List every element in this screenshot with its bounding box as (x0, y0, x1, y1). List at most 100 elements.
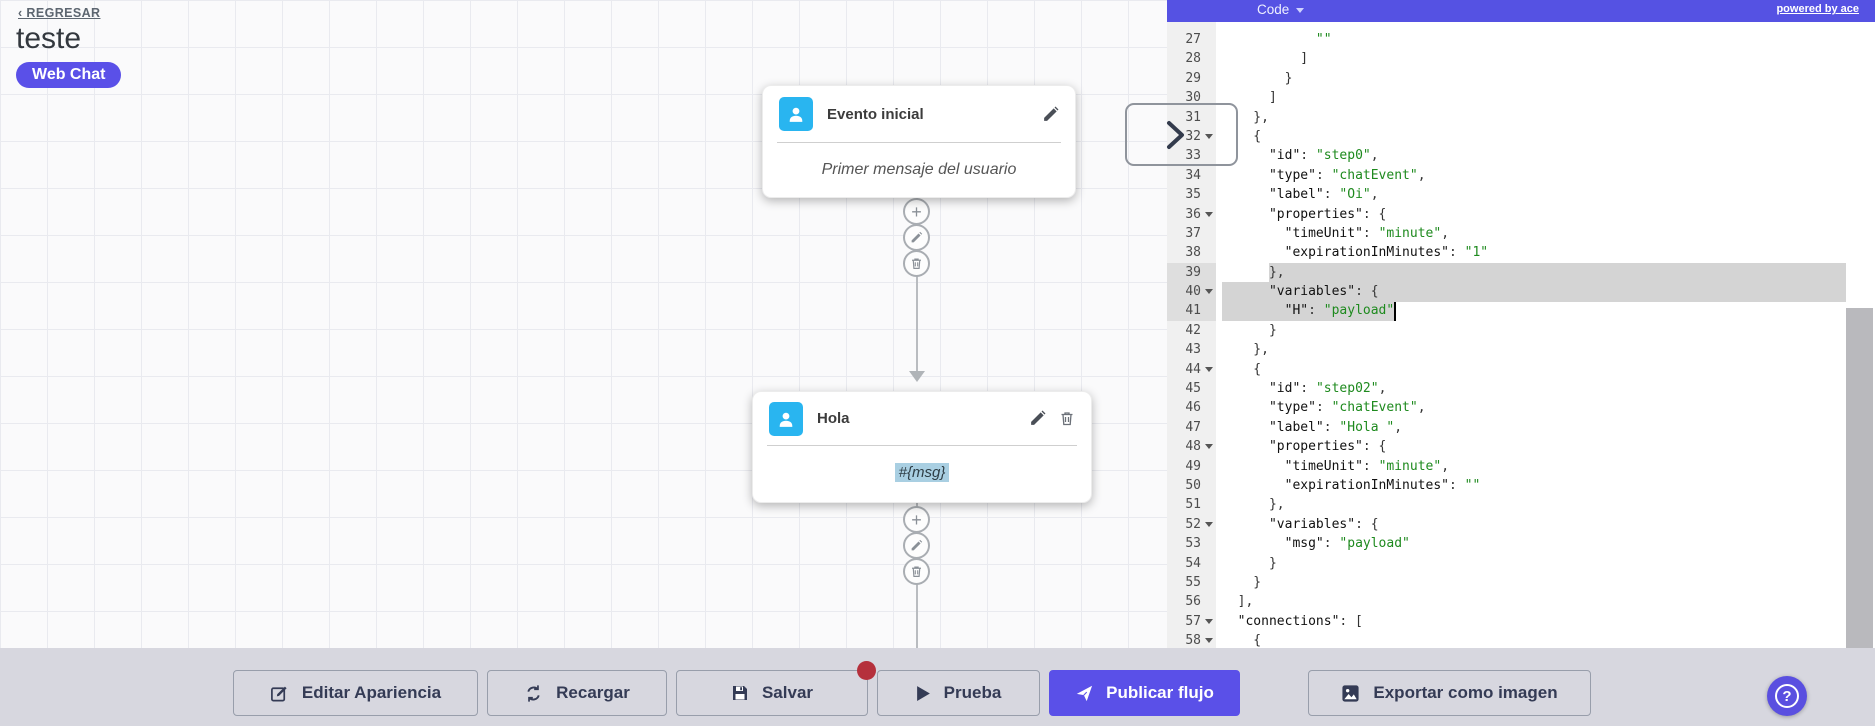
node-body-text: Primer mensaje del usuario (821, 161, 1017, 178)
code-mode-dropdown[interactable]: Code (1257, 2, 1305, 17)
gutter-line-number[interactable]: 38 (1185, 245, 1201, 261)
save-button[interactable]: Salvar (676, 670, 868, 716)
fold-arrow-icon[interactable] (1205, 638, 1213, 644)
gutter-line-number[interactable]: 35 (1185, 187, 1201, 203)
gutter-line-number[interactable]: 49 (1185, 458, 1201, 474)
test-button[interactable]: Prueba (877, 670, 1040, 716)
fold-arrow-icon[interactable] (1205, 521, 1213, 527)
editor-content[interactable]: "" ] } ] }, { "id": "step0", "type": "ch… (1222, 30, 1875, 648)
gutter-line-number[interactable]: 42 (1185, 322, 1201, 338)
code-line: } (1222, 322, 1277, 338)
code-line: "" (1315, 32, 1332, 47)
code-line: ] (1222, 90, 1277, 106)
delete-connection-button[interactable] (903, 558, 930, 585)
editor-scrollbar[interactable] (1846, 308, 1873, 648)
chevron-down-icon (1296, 7, 1305, 13)
selection-highlight (1222, 282, 1846, 302)
gutter-line-number[interactable]: 32 (1167, 127, 1216, 146)
code-line: "timeUnit": "minute", (1284, 225, 1450, 241)
gutter-line-number[interactable]: 55 (1185, 574, 1201, 590)
edit-connection-button[interactable] (903, 532, 930, 559)
export-image-button[interactable]: Exportar como imagen (1308, 670, 1591, 716)
gutter-line-number[interactable]: 46 (1185, 400, 1201, 416)
gutter-line-number[interactable]: 41 (1167, 301, 1216, 321)
pencil-icon (911, 231, 923, 243)
fold-arrow-icon[interactable] (1205, 133, 1213, 139)
delete-node-icon[interactable] (1059, 410, 1075, 427)
trash-icon (912, 258, 921, 269)
code-topbar: Code powered by ace (1167, 0, 1875, 22)
gutter-line-number[interactable]: 56 (1185, 594, 1201, 610)
plus-icon: + (911, 509, 922, 530)
gutter-line-number[interactable]: 27 (1185, 32, 1201, 47)
powered-by-ace-link[interactable]: powered by ace (1776, 3, 1859, 15)
gutter-line-number[interactable]: 58 (1167, 631, 1216, 648)
flow-canvas[interactable]: ‹ REGRESAR teste Web Chat + + Even (0, 0, 1167, 648)
code-line: }, (1222, 497, 1285, 513)
pencil-icon (911, 539, 923, 551)
publish-flow-button[interactable]: Publicar flujo (1049, 670, 1240, 716)
delete-connection-button[interactable] (903, 250, 930, 277)
user-icon (769, 401, 803, 436)
code-line: { (1222, 128, 1262, 144)
gutter-line-number[interactable]: 30 (1185, 90, 1201, 106)
gutter-line-number[interactable]: 44 (1167, 360, 1216, 379)
fold-arrow-icon[interactable] (1205, 366, 1213, 372)
code-line: "connections": [ (1237, 613, 1363, 629)
fold-arrow-icon[interactable] (1205, 444, 1213, 450)
code-line: } (1222, 70, 1293, 86)
play-icon (916, 685, 930, 701)
code-line: ], (1222, 594, 1254, 610)
help-button[interactable]: ? (1767, 676, 1807, 716)
gutter-line-number[interactable]: 45 (1185, 381, 1201, 397)
gutter-line-number[interactable]: 51 (1185, 497, 1201, 513)
gutter-line-number[interactable]: 47 (1185, 419, 1201, 435)
gutter-line-number[interactable]: 37 (1185, 225, 1201, 241)
gutter-line-number[interactable]: 33 (1185, 148, 1201, 164)
selection-highlight (1222, 301, 1395, 321)
code-line: { (1222, 361, 1262, 377)
gutter-line-number[interactable]: 40 (1167, 282, 1216, 302)
gutter-line-number[interactable]: 31 (1185, 109, 1201, 125)
code-line: "variables": { (1268, 284, 1379, 300)
add-step-button[interactable]: + (903, 506, 930, 533)
reload-button[interactable]: Recargar (487, 670, 667, 716)
gutter-line-number[interactable]: 43 (1185, 342, 1201, 358)
gutter-line-number[interactable]: 36 (1167, 205, 1216, 224)
edit-node-icon[interactable] (1029, 410, 1046, 427)
button-label: Recargar (556, 683, 630, 702)
fold-arrow-icon[interactable] (1205, 618, 1213, 624)
code-line: }, (1222, 264, 1285, 280)
gutter-line-number[interactable]: 34 (1185, 167, 1201, 183)
button-label: Editar Apariencia (301, 683, 442, 702)
edit-appearance-button[interactable]: Editar Apariencia (233, 670, 478, 716)
edit-node-icon[interactable] (1042, 106, 1059, 123)
gutter-line-number[interactable]: 50 (1185, 477, 1201, 493)
divider (777, 142, 1061, 143)
edit-connection-button[interactable] (903, 224, 930, 251)
code-line: "msg": "payload" (1284, 536, 1410, 552)
back-link[interactable]: ‹ REGRESAR (18, 6, 101, 20)
gutter-line-number[interactable]: 57 (1167, 612, 1216, 631)
gutter-line-number[interactable]: 52 (1167, 515, 1216, 534)
code-line: "timeUnit": "minute", (1284, 458, 1450, 474)
collapse-code-panel-button[interactable] (1125, 103, 1238, 166)
connector-line (916, 197, 918, 375)
fold-arrow-icon[interactable] (1205, 211, 1213, 217)
selection-layer (1167, 22, 1875, 648)
code-line: "expirationInMinutes": "1" (1284, 245, 1489, 261)
flow-node-hola[interactable]: Hola #{msg} (752, 391, 1092, 503)
connector-arrow-icon (909, 371, 925, 382)
flow-node-evento-inicial[interactable]: Evento inicial Primer mensaje del usuari… (762, 85, 1076, 198)
add-step-button[interactable]: + (903, 198, 930, 225)
fold-arrow-icon[interactable] (1205, 289, 1213, 295)
gutter-line-number[interactable]: 54 (1185, 555, 1201, 571)
button-label: Prueba (943, 683, 1002, 702)
gutter-line-number[interactable]: 48 (1167, 437, 1216, 456)
gutter-line-number[interactable]: 28 (1185, 51, 1201, 67)
gutter-line-number[interactable]: 29 (1185, 70, 1201, 86)
gutter-line-number[interactable]: 53 (1185, 536, 1201, 552)
unsaved-changes-badge (857, 661, 876, 680)
gutter-line-number[interactable]: 39 (1167, 262, 1216, 283)
